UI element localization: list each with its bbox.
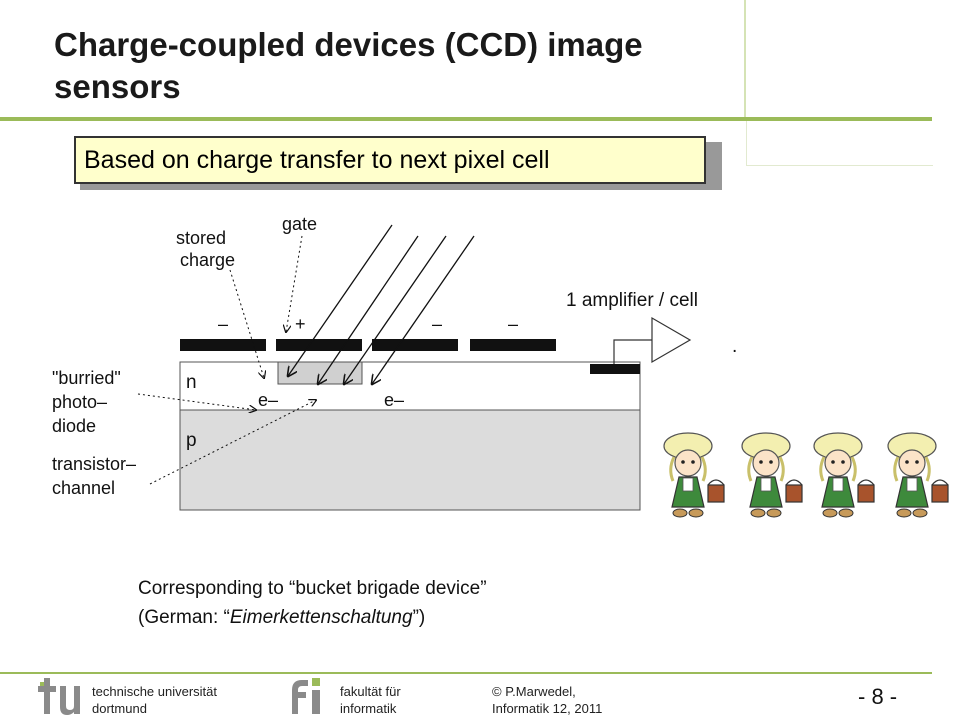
slide-title-line2: sensors [54,68,181,105]
bucket-girl-3 [813,432,875,518]
output-electrode [590,364,640,374]
n-label: n [186,372,197,393]
footer-faculty: fakultät für informatik [340,683,401,717]
transistor-label: transistor– [52,454,136,474]
diode-label: diode [52,416,96,436]
caption-line2-suffix: ”) [412,607,426,628]
gate-sign-4: – [508,314,518,334]
title-divider [0,117,932,121]
corner-frame [746,121,933,166]
bucket-girl-4 [887,432,949,518]
light-ray-4 [372,235,475,384]
channel-label: channel [52,478,115,498]
n-region [179,361,641,411]
gate-sign-3: – [432,314,442,334]
stored-charge-leader [229,269,264,378]
amplifier-label: 1 amplifier / cell [566,290,698,311]
stored-label: stored [176,228,226,248]
caption: Corresponding to “bucket brigade device”… [138,574,487,632]
light-ray-3 [344,235,447,384]
light-ray-1 [288,224,393,376]
amplifier-wire [613,339,652,364]
page-number: - 8 - [858,684,898,709]
footer-university-line2: dortmund [92,701,147,716]
footer-university: technische universität dortmund [92,683,217,717]
electron-label-2: e– [384,390,404,410]
footer-university-line1: technische universität [92,684,218,699]
footer-copyright-line2: Informatik 12, 2011 [492,701,603,716]
gate-electrode-4 [470,339,556,351]
slide-title: Charge-coupled devices (CCD) image senso… [54,24,734,108]
amplifier-symbol [651,316,692,364]
caption-line1: Corresponding to “bucket brigade device” [138,578,487,599]
gate-leader [286,235,303,332]
caption-german-term: Eimerkettenschaltung [229,607,413,628]
channel-leader [149,400,316,485]
caption-line2: (German: “Eimerkettenschaltung”) [138,603,487,632]
photo-label: photo– [52,392,107,412]
light-ray-2 [318,235,419,384]
gate-electrode-3 [372,339,458,351]
slide-title-line1: Charge-coupled devices (CCD) image [54,26,643,63]
gate-label: gate [282,214,317,234]
gate-electrode-1 [180,339,266,351]
gate-sign-1: – [218,314,228,334]
fi-logo-icon [292,678,320,714]
caption-line2-prefix: (German: “ [138,607,230,628]
charge-label: charge [180,250,235,270]
callout-box: Based on charge transfer to next pixel c… [74,136,706,184]
burried-label: "burried" [52,368,121,388]
ccd-diagram: 1 amplifier / cell . – + – – n p e– e– s… [52,214,949,518]
gate-sign-2: + [295,314,306,334]
footer-faculty-line1: fakultät für [340,684,401,699]
bucket-girl-1 [663,432,725,518]
footer-copyright-line1: © P.Marwedel, [492,684,576,699]
electron-label-1: e– [258,390,278,410]
footer-copyright: © P.Marwedel, Informatik 12, 2011 [492,683,602,717]
tu-logo-icon [38,678,80,715]
bucket-girl-2 [741,432,803,518]
footer-divider [0,672,932,674]
p-substrate [179,409,641,511]
footer-faculty-line2: informatik [340,701,397,716]
p-label: p [186,430,197,451]
stray-dot: . [732,336,737,357]
title-divider-vertical [744,0,746,117]
gate-electrode-2 [276,339,362,351]
